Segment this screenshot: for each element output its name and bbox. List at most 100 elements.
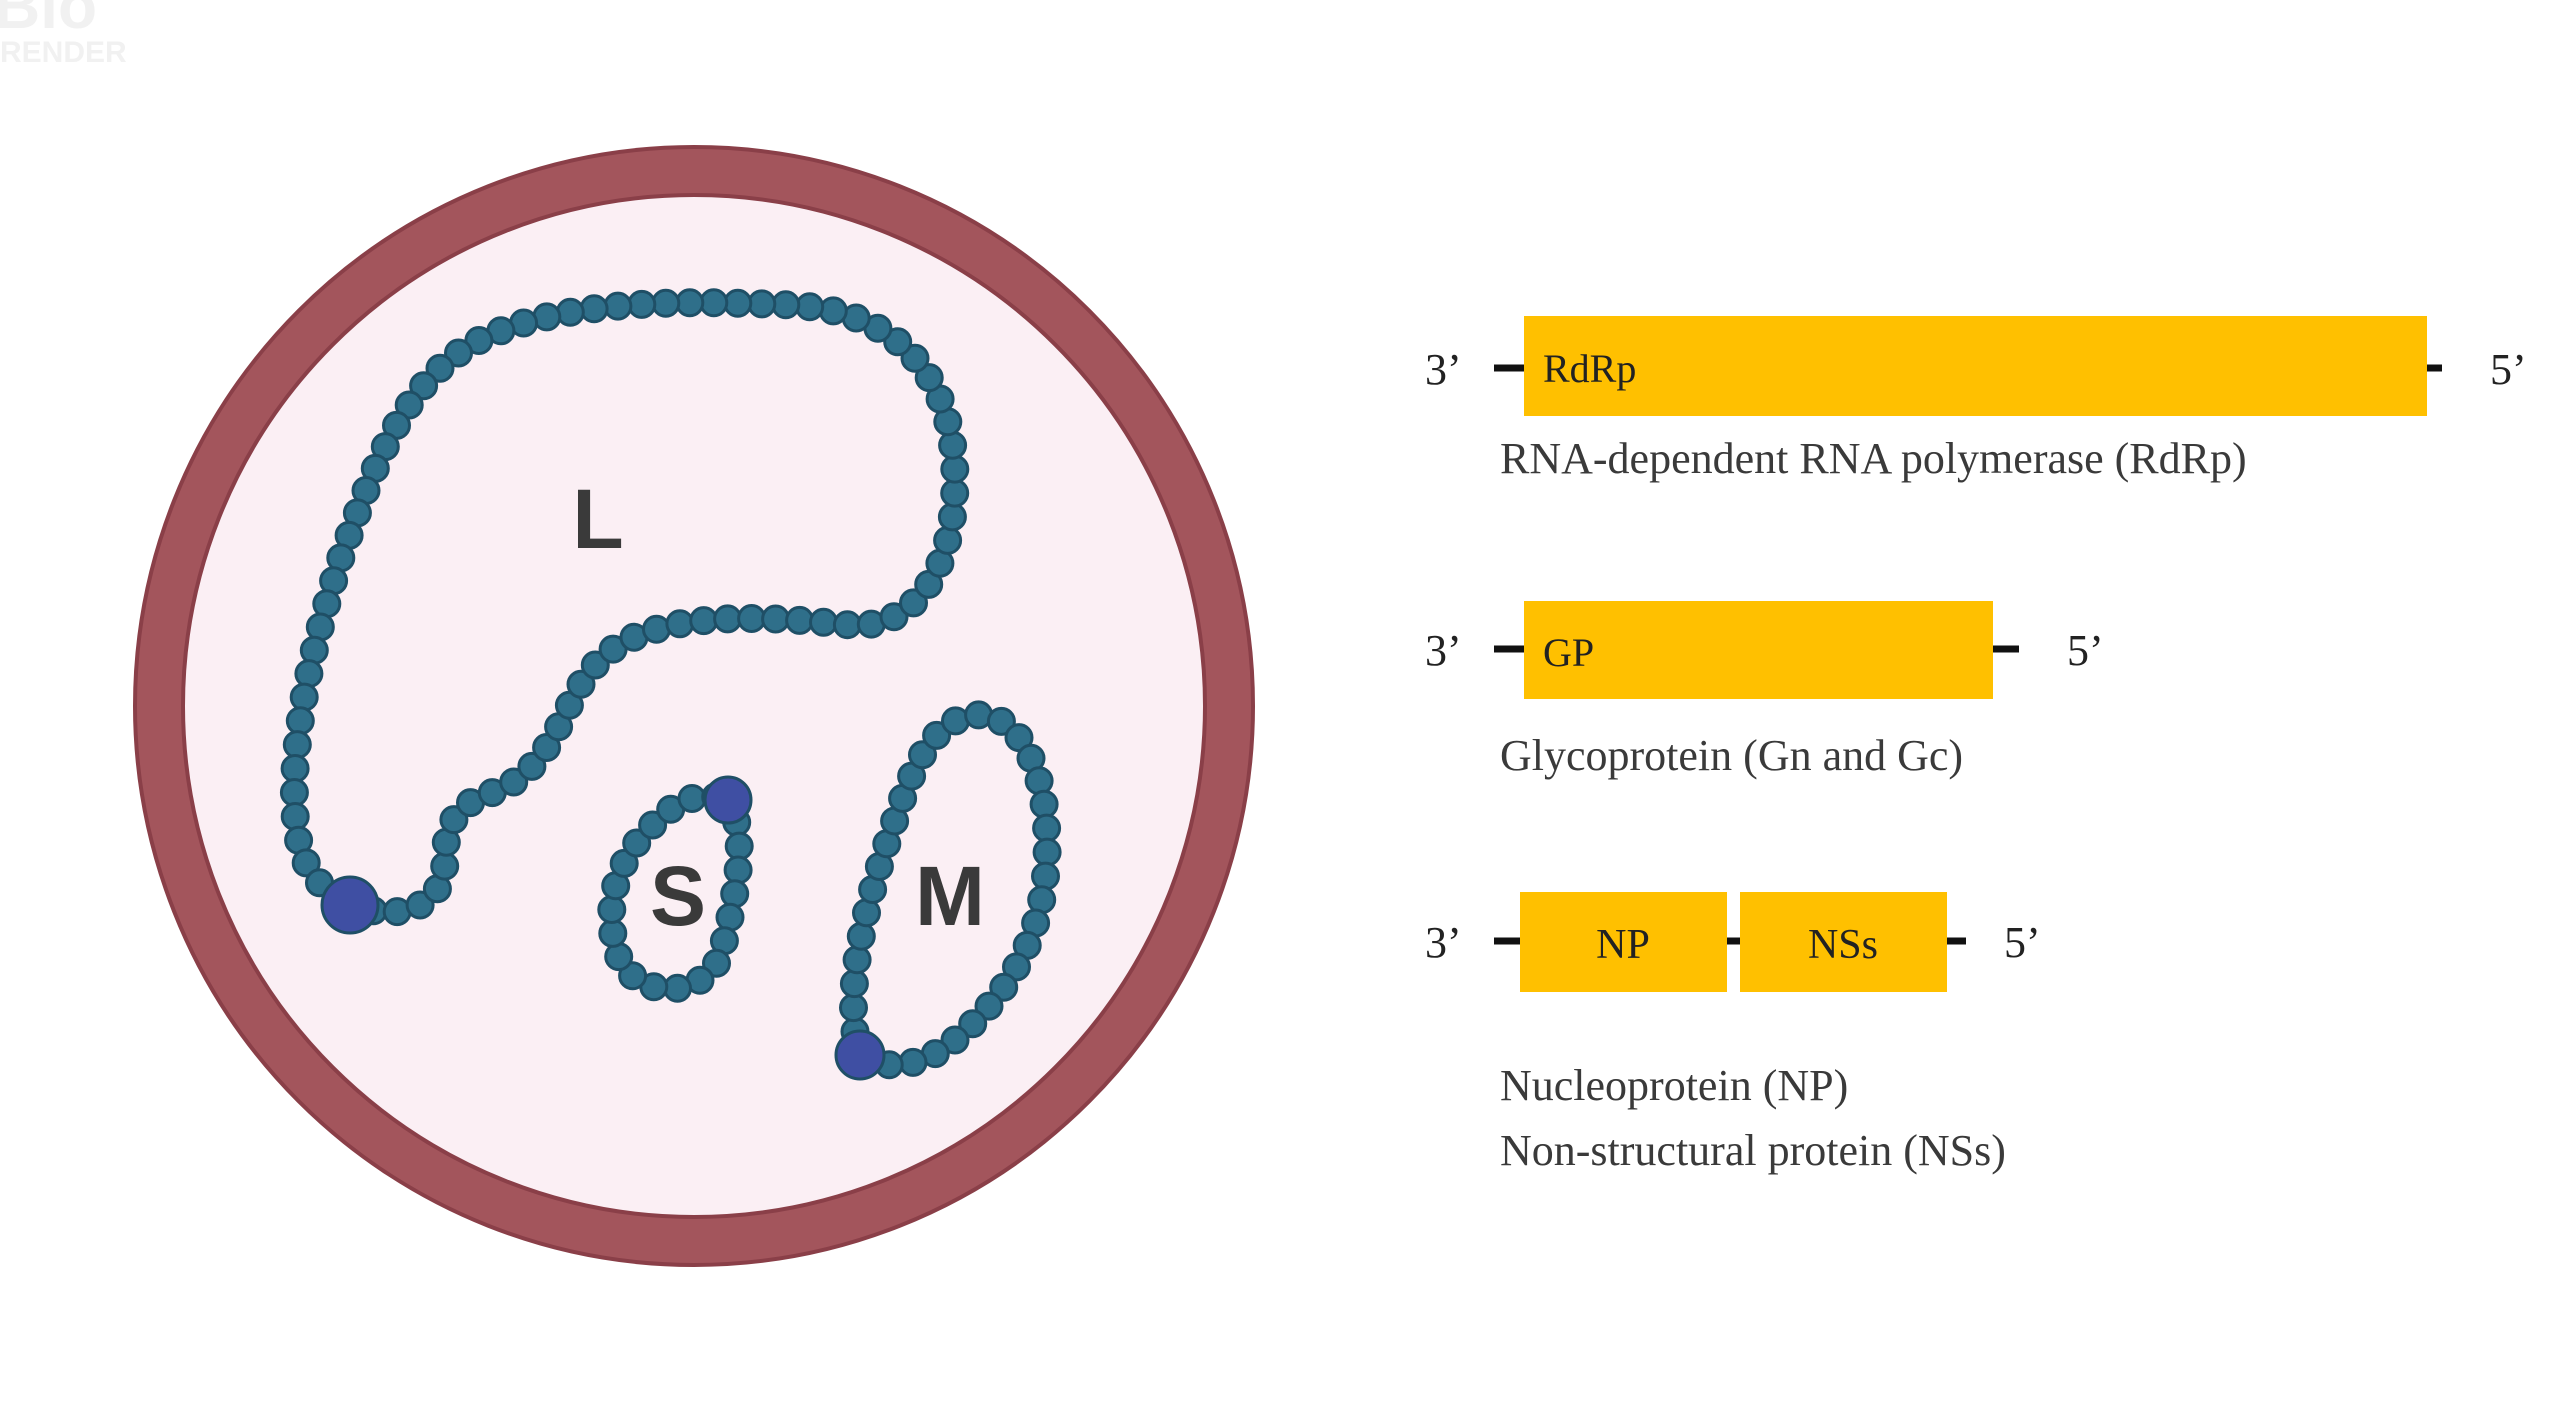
rna-bead: [908, 740, 937, 770]
gene-box-np: [1520, 892, 1727, 992]
genome-map: 3’ 5’ RdRp RNA-dependent RNA polymerase …: [1425, 316, 2527, 1175]
rna-bead: [842, 945, 872, 975]
rna-bead: [737, 604, 767, 633]
rna-bead: [285, 706, 315, 736]
rna-bead: [879, 602, 909, 632]
polymerase-complex: [834, 1029, 886, 1081]
rna-bead: [723, 855, 753, 885]
rna-bead: [499, 767, 529, 797]
rna-bead: [839, 969, 869, 999]
rna-bead: [638, 810, 668, 840]
rna-bead: [795, 292, 825, 322]
viral-envelope: [135, 147, 1253, 1265]
rna-bead: [280, 754, 310, 783]
rna-bead: [1029, 789, 1059, 819]
rna-bead: [665, 609, 695, 639]
rna-bead: [715, 902, 745, 932]
rna-bead: [598, 918, 628, 948]
polymerase-complex: [320, 875, 380, 935]
five-prime-label: 5’: [2067, 626, 2104, 675]
rna-bead: [425, 353, 455, 383]
watermark-line2: RENDER: [0, 36, 127, 69]
rna-bead: [720, 879, 750, 909]
rna-bead: [663, 973, 692, 1003]
genome-row-m: 3’ 5’ GP Glycoprotein (Gn and Gc): [1425, 601, 2104, 780]
rna-bead: [989, 972, 1019, 1002]
rna-bead: [439, 805, 469, 835]
gene-label-gp: GP: [1543, 630, 1594, 675]
three-prime-label: 3’: [1425, 918, 1462, 967]
genome-row-s: 3’ 5’ NP NSs Nucleoprotein (NP) Non-stru…: [1425, 892, 2041, 1175]
envelope-inner-edge: [181, 193, 1207, 1219]
rna-bead: [409, 371, 439, 401]
rna-bead: [642, 614, 671, 644]
envelope-outer-edge: [133, 145, 1255, 1267]
rna-bead: [724, 831, 754, 861]
rna-bead: [898, 1047, 928, 1077]
rna-bead: [702, 948, 731, 978]
rna-bead: [922, 720, 952, 750]
gene-box-gp: [1524, 601, 1993, 699]
rna-bead: [958, 1009, 988, 1039]
rna-bead: [771, 290, 801, 320]
rna-bead: [618, 961, 648, 991]
rna-bead: [405, 890, 435, 920]
rna-bead: [609, 848, 639, 878]
rna-bead: [1024, 766, 1054, 796]
rna-bead: [580, 650, 610, 680]
rna-bead: [723, 288, 753, 318]
watermark-line1: Bio: [0, 0, 97, 42]
rna-segment-s: [597, 775, 754, 1003]
rna-bead: [299, 635, 329, 665]
rna-bead: [394, 390, 424, 420]
rna-bead: [1032, 837, 1062, 867]
rna-bead: [846, 921, 876, 951]
rna-bead: [1032, 813, 1062, 843]
rna-bead: [940, 1025, 970, 1055]
rna-bead: [747, 289, 777, 319]
rna-bead: [761, 604, 791, 634]
rna-bead: [839, 993, 868, 1023]
gene-box-nss: [1740, 892, 1947, 992]
watermark: Bio RENDER: [0, 0, 127, 69]
segment-label-l: L: [572, 472, 623, 566]
rna-bead: [464, 326, 494, 355]
gene-description: Non-structural protein (NSs): [1500, 1126, 2006, 1175]
rna-bead: [699, 288, 729, 318]
genome-row-l: 3’ 5’ RdRp RNA-dependent RNA polymerase …: [1425, 316, 2527, 483]
rna-bead: [627, 289, 657, 319]
five-prime-label: 5’: [2490, 345, 2527, 394]
rna-bead: [1002, 952, 1031, 982]
gene-description: Glycoprotein (Gn and Gc): [1500, 731, 1963, 780]
rna-segment-l: [279, 288, 970, 935]
rna-segment-m: [834, 700, 1062, 1081]
gene-label-rdrp: RdRp: [1543, 346, 1636, 391]
rna-bead: [899, 588, 928, 618]
rna-bead: [517, 751, 547, 781]
rna-bead: [785, 605, 815, 635]
gene-description: Nucleoprotein (NP): [1500, 1061, 1848, 1110]
rna-bead: [555, 297, 585, 327]
rna-bead: [900, 343, 930, 373]
rna-bead: [933, 525, 963, 555]
rna-bead: [289, 682, 319, 712]
rna-bead: [689, 606, 719, 636]
rna-bead: [974, 991, 1004, 1021]
three-prime-label: 3’: [1425, 345, 1462, 394]
rna-bead: [579, 294, 609, 324]
rna-bead: [677, 784, 707, 813]
rna-bead: [986, 706, 1016, 736]
rna-bead: [818, 296, 848, 326]
rna-bead: [603, 291, 633, 321]
rna-bead: [809, 607, 838, 637]
rna-bead: [280, 802, 310, 831]
gene-description: RNA-dependent RNA polymerase (RdRp): [1500, 434, 2247, 483]
gene-label-nss: NSs: [1808, 922, 1878, 968]
five-prime-label: 5’: [2004, 918, 2041, 967]
gene-box-rdrp: [1524, 316, 2427, 416]
segment-label-s: S: [650, 849, 706, 943]
rna-bead: [282, 730, 312, 760]
rna-bead: [832, 610, 862, 640]
rna-bead: [938, 430, 968, 460]
